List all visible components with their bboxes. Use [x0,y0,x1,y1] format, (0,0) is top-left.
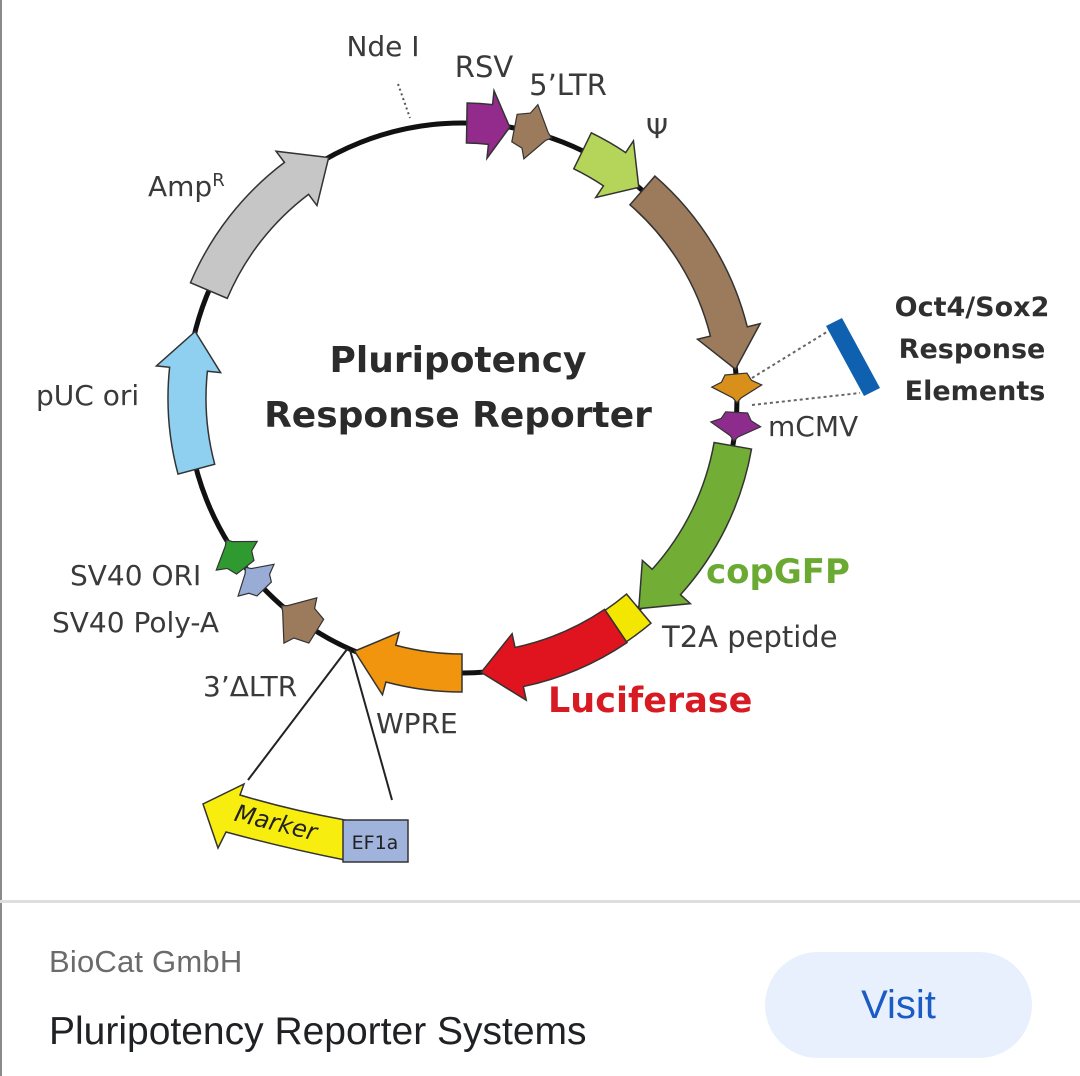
feature-ampr [189,150,330,300]
label-ampr: AmpR [148,170,225,203]
feature-psi [572,131,640,199]
feature-wpre [353,631,463,697]
map-center-title-line2: Response Reporter [264,395,652,436]
feature-puc [154,330,223,476]
ef1a-label: EF1a [352,832,399,854]
feature-ltr5 [511,103,553,161]
label-ampr-superscript: R [212,170,225,191]
insert-leader-left [247,647,349,781]
response-element-leader-top [751,329,831,379]
marker-arrow [202,782,346,861]
feature-luc [480,608,629,702]
feature-sv40ori [215,538,259,575]
ef1a-promoter-box [342,819,409,863]
result-title[interactable]: Pluripotency Reporter Systems [49,1010,587,1053]
feature-oct4 [710,372,763,404]
feature-mcmv [709,411,762,442]
visit-button[interactable]: Visit [765,952,1032,1058]
source-site-name[interactable]: BioCat GmbH [49,944,243,979]
label-response-elements-line2: Response [899,334,1046,365]
label-rsv: RSV [455,50,514,84]
insert-leader-right [349,649,393,801]
feature-sv40pa [237,563,276,597]
label-psi: Ψ [646,112,668,145]
label-5-ltr: 5’LTR [529,68,607,102]
label-puc-ori: pUC ori [36,379,139,412]
visit-button-label: Visit [861,982,936,1027]
label-nde-i: Nde I [346,30,419,63]
response-element-leader-bottom [751,392,861,406]
label-sv40-poly-a: SV40 Poly-A [52,606,219,639]
label-response-elements-line3: Elements [905,376,1046,407]
label-t2a-peptide: T2A peptide [661,620,838,654]
label-copgfp: copGFP [706,552,850,592]
response-element-block [826,318,880,396]
card-left-border [0,0,2,1076]
nde-i-leader-line [397,83,411,119]
label-wpre: WPRE [376,707,458,740]
label-luciferase: Luciferase [548,681,752,721]
label-3-delta-ltr: 3’ΔLTR [203,670,297,703]
label-ampr-text: Amp [148,170,212,203]
feature-rsv [465,87,511,161]
label-response-elements-line1: Oct4/Sox2 [895,292,1050,323]
card-divider [0,900,1080,903]
label-sv40-ori: SV40 ORI [70,559,201,592]
feature-gag [628,175,762,371]
label-mcmv: mCMV [768,410,858,443]
map-center-title-line1: Pluripotency [329,340,586,381]
feature-ltr3 [280,596,325,645]
